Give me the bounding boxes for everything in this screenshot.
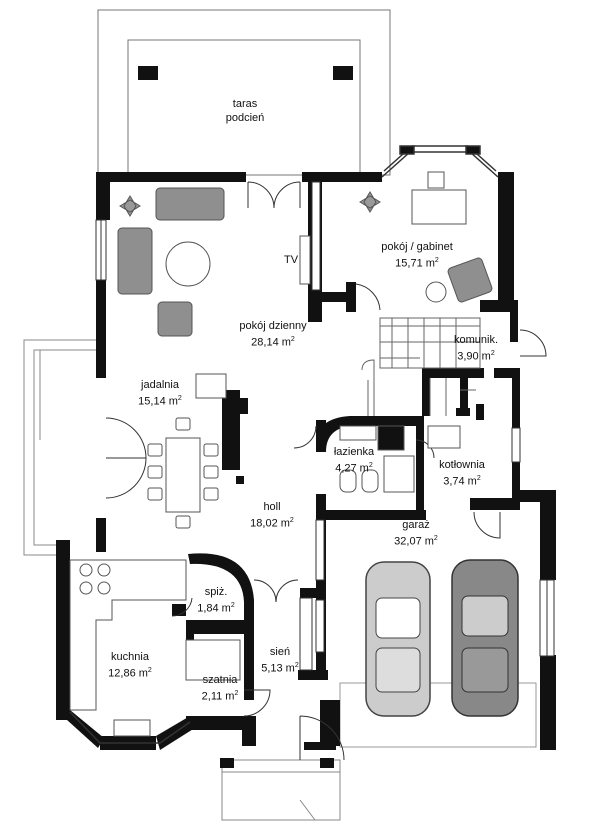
- garage-label: garaż 32,07 m2: [380, 518, 452, 549]
- bathroom-name: łazienka: [333, 446, 375, 458]
- dining-chairs: [147, 417, 219, 529]
- car-left: [365, 561, 431, 717]
- coffee-table: [165, 241, 211, 287]
- car-right: [451, 559, 519, 717]
- wardrobe-name: szatnia: [202, 674, 238, 686]
- garage-name: garaż: [402, 519, 430, 531]
- living-name: pokój dzienny: [239, 320, 307, 332]
- hall-area: 18,02 m2: [250, 517, 294, 530]
- terrace-name-line1: taras: [232, 98, 258, 110]
- study-label: pokój / gabinet 15,71 m2: [362, 240, 472, 271]
- wardrobe-label: szatnia 2,11 m2: [192, 673, 248, 704]
- column-entrance: [220, 758, 234, 768]
- sofa-left: [117, 227, 153, 295]
- living-area: 28,14 m2: [251, 336, 295, 349]
- study-area: 15,71 m2: [395, 257, 439, 270]
- hall-name: holl: [263, 501, 281, 513]
- living-label: pokój dzienny 28,14 m2: [218, 319, 328, 350]
- terrace-outline: [97, 9, 391, 176]
- tv-label: TV: [284, 254, 299, 266]
- side-terrace-lines: [23, 339, 98, 556]
- kitchen-counter: [69, 559, 187, 711]
- study-name: pokój / gabinet: [381, 241, 453, 253]
- bathroom-label: łazienka 4,27 m2: [324, 445, 384, 476]
- column-entrance-right: [320, 758, 334, 768]
- pantry-label: spiż. 1,84 m2: [190, 585, 242, 616]
- doors: [105, 181, 547, 761]
- vestibule-label: sień 5,13 m2: [252, 645, 308, 676]
- hall-label: holl 18,02 m2: [240, 500, 304, 531]
- wardrobe-area: 2,11 m2: [201, 690, 239, 703]
- communication-label: komunik. 3,90 m2: [446, 333, 506, 364]
- kitchen-area: 12,86 m2: [108, 667, 152, 680]
- furniture: [69, 171, 493, 737]
- kitchen-label: kuchnia 12,86 m2: [98, 650, 162, 681]
- study-chair: [427, 171, 445, 189]
- plant-icon: [119, 191, 381, 217]
- entrance-steps: [221, 759, 341, 821]
- communication-area: 3,90 m2: [457, 350, 495, 363]
- dining-table: [165, 437, 201, 513]
- terrace-label: taras podcień: [215, 97, 275, 125]
- vestibule-area: 5,13 m2: [261, 662, 299, 675]
- pantry-area: 1,84 m2: [197, 602, 235, 615]
- windows: [95, 181, 555, 671]
- dining-area: 15,14 m2: [138, 395, 182, 408]
- study-armchair: [447, 257, 493, 303]
- dining-label: jadalnia 15,14 m2: [120, 378, 200, 409]
- sofa-top: [155, 187, 225, 221]
- chimney: [236, 476, 244, 484]
- stairs: [361, 317, 481, 416]
- sideboard: [195, 373, 227, 399]
- pantry-name: spiż.: [204, 586, 228, 598]
- boiler-name: kotłownia: [439, 459, 485, 471]
- bay-windows: [69, 145, 499, 744]
- tv-unit: [299, 235, 311, 285]
- boiler-area: 3,74 m2: [443, 475, 481, 488]
- vestibule-name: sień: [269, 646, 291, 658]
- bathroom-area: 4,27 m2: [335, 462, 373, 475]
- communication-name: komunik.: [453, 334, 499, 346]
- cars: [365, 559, 519, 717]
- armchair: [157, 301, 193, 337]
- study-desk: [411, 189, 467, 225]
- study-lamp-table: [425, 281, 447, 303]
- dining-name: jadalnia: [141, 379, 179, 391]
- boiler-label: kotłownia 3,74 m2: [428, 458, 496, 489]
- garage-area: 32,07 m2: [394, 535, 438, 548]
- terrace-name-line2: podcień: [225, 112, 265, 124]
- kitchen-name: kuchnia: [111, 651, 149, 663]
